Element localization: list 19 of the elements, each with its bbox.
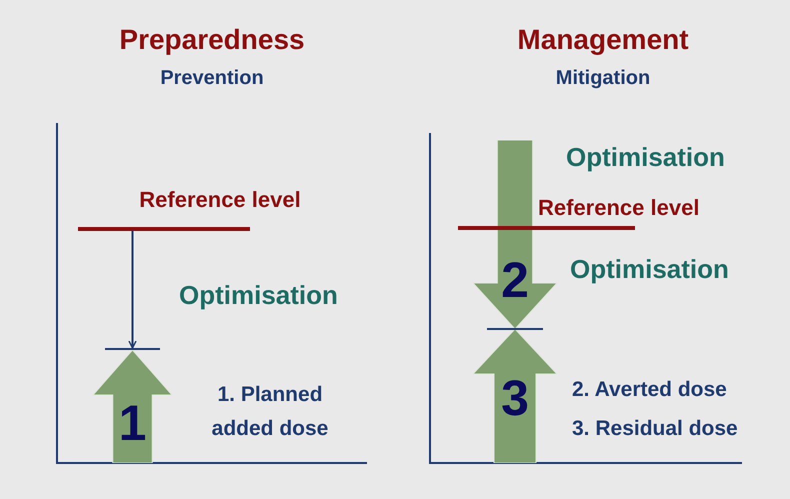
reference-level-label: Reference level [138, 186, 302, 214]
optimisation-label: Optimisation [570, 253, 729, 286]
dose-label: 3. Residual dose [572, 416, 738, 442]
reference-level-label: Reference level [538, 194, 700, 222]
arrow [128, 231, 137, 349]
column-heading: Management [516, 23, 690, 57]
arrow-number: 2 [501, 255, 529, 305]
arrow-number: 3 [501, 373, 529, 423]
dose-label: 2. Averted dose [572, 377, 727, 403]
column-heading: Preparedness [118, 23, 306, 57]
arrow-number: 1 [118, 398, 146, 448]
optimisation-label: Optimisation [179, 279, 338, 312]
up-arrow [93, 350, 172, 463]
up-arrow [473, 329, 557, 463]
optimisation-label: Optimisation [566, 141, 725, 174]
dose-label: 1. Planned added dose [210, 382, 330, 442]
column-subheading: Mitigation [554, 66, 652, 91]
column-subheading: Prevention [159, 66, 265, 91]
dose-level-line [105, 348, 160, 350]
